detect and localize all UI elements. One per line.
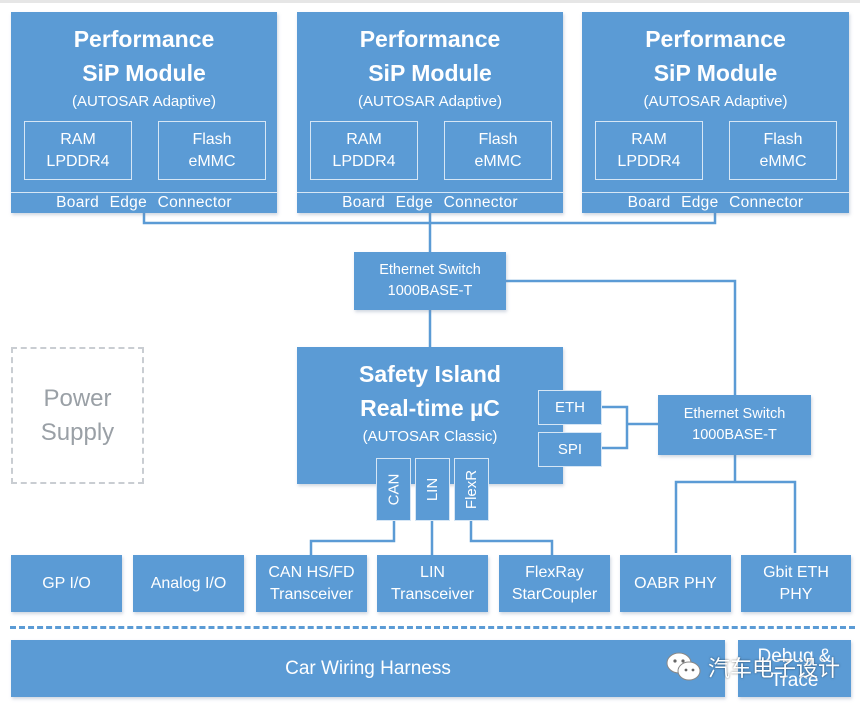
peripheral-label: GP I/O xyxy=(42,574,91,592)
ram-label: RAM xyxy=(60,130,96,148)
flash-type: eMMC xyxy=(474,152,522,170)
eth-port: ETH xyxy=(538,390,602,425)
sip-title-line2: SiP Module xyxy=(82,60,206,86)
board-edge-connector: Board Edge Connector xyxy=(11,192,277,213)
phy-fork-line xyxy=(674,480,797,553)
safety-island: Safety Island Real-time µC (AUTOSAR Clas… xyxy=(297,347,563,484)
flash-type: eMMC xyxy=(188,152,236,170)
peripheral-label: Analog I/O xyxy=(150,574,227,592)
debug-label-line1: Debug & xyxy=(757,645,832,667)
switch-speed: 1000BASE-T xyxy=(692,427,777,443)
debug-trace-block: Debug & Trace xyxy=(738,640,851,697)
flash-label: Flash xyxy=(763,130,803,148)
power-label-line2: Supply xyxy=(40,418,115,446)
analog-io-block: Analog I/O xyxy=(133,555,244,612)
ram-block: RAM LPDDR4 xyxy=(595,121,703,180)
board-edge-connector: Board Edge Connector xyxy=(297,192,563,213)
flash-type: eMMC xyxy=(759,152,807,170)
sip-title-line2: SiP Module xyxy=(653,60,778,86)
safety-title-line1: Safety Island xyxy=(359,361,501,387)
peripheral-sublabel: StarCoupler xyxy=(511,585,598,603)
sip-module-2: Performance SiP Module (AUTOSAR Adaptive… xyxy=(297,12,563,213)
sip-title-line2: SiP Module xyxy=(368,60,492,86)
sip-subtitle: (AUTOSAR Adaptive) xyxy=(358,93,502,110)
can-line xyxy=(309,521,396,555)
can-transceiver-block: CAN HS/FD Transceiver xyxy=(256,555,367,612)
sip-subtitle: (AUTOSAR Adaptive) xyxy=(72,93,216,110)
lin-port: LIN xyxy=(415,458,450,521)
can-port-label: CAN xyxy=(384,473,402,506)
spi-port-label: SPI xyxy=(557,441,583,458)
flash-block: Flash eMMC xyxy=(729,121,837,180)
eth-spi-bracket-line xyxy=(602,405,629,450)
flexr-port: FlexR xyxy=(454,458,489,521)
switch-label: Ethernet Switch xyxy=(683,406,786,422)
sip-module-3: Performance SiP Module (AUTOSAR Adaptive… xyxy=(582,12,849,213)
can-port: CAN xyxy=(376,458,411,521)
lin-transceiver-block: LIN Transceiver xyxy=(377,555,488,612)
flash-label: Flash xyxy=(478,130,518,148)
flash-label: Flash xyxy=(192,130,232,148)
top-rule xyxy=(0,0,860,3)
safety-subtitle: (AUTOSAR Classic) xyxy=(362,428,498,445)
flexray-starcoupler-block: FlexRay StarCoupler xyxy=(499,555,610,612)
spi-port: SPI xyxy=(538,432,602,467)
board-boundary-divider xyxy=(10,626,855,629)
lin-port-label: LIN xyxy=(424,477,441,502)
peripheral-label: CAN HS/FD xyxy=(268,563,355,581)
watermark-text: 汽车电子设计 xyxy=(708,656,841,681)
oabr-phy-block: OABR PHY xyxy=(620,555,731,612)
flash-block: Flash eMMC xyxy=(158,121,266,180)
ram-label: RAM xyxy=(346,130,382,148)
power-supply: Power Supply xyxy=(11,347,144,484)
peripheral-sublabel: Transceiver xyxy=(270,585,353,603)
harness-label: Car Wiring Harness xyxy=(285,657,451,679)
gp-io-block: GP I/O xyxy=(11,555,122,612)
switch-speed: 1000BASE-T xyxy=(387,283,473,299)
ram-block: RAM LPDDR4 xyxy=(310,121,418,180)
flash-block: Flash eMMC xyxy=(444,121,552,180)
wechat-icon xyxy=(666,652,701,681)
switch-label: Ethernet Switch xyxy=(379,262,481,278)
board-edge-connector: Board Edge Connector xyxy=(582,192,849,213)
safety-title-line2: Real-time µC xyxy=(360,395,500,421)
eth-port-label: ETH xyxy=(555,399,585,416)
sip-title-line1: Performance xyxy=(73,26,215,52)
ram-block: RAM LPDDR4 xyxy=(24,121,132,180)
sip-subtitle: (AUTOSAR Adaptive) xyxy=(643,93,788,110)
flexr-line xyxy=(469,521,554,555)
peripheral-label: LIN xyxy=(420,563,445,581)
power-label-line1: Power xyxy=(43,384,112,412)
flexr-port-label: FlexR xyxy=(463,469,481,510)
gbit-eth-phy-block: Gbit ETH PHY xyxy=(741,555,851,612)
sip-title-line1: Performance xyxy=(359,26,501,52)
ram-type: LPDDR4 xyxy=(332,152,396,170)
debug-label-line2: Trace xyxy=(770,669,819,691)
peripheral-label: Gbit ETH xyxy=(763,563,829,581)
ethernet-switch-secondary: Ethernet Switch 1000BASE-T xyxy=(658,395,811,455)
car-wiring-harness: Car Wiring Harness xyxy=(11,640,725,697)
ram-type: LPDDR4 xyxy=(46,152,110,170)
peripheral-label: OABR PHY xyxy=(634,574,717,592)
sip-module-1: Performance SiP Module (AUTOSAR Adaptive… xyxy=(11,12,277,213)
sip-title-line1: Performance xyxy=(645,26,786,52)
watermark: 汽车电子设计 xyxy=(664,650,840,684)
switch-to-switch2-line xyxy=(506,279,737,395)
ram-label: RAM xyxy=(631,130,667,148)
peripheral-sublabel: PHY xyxy=(779,585,813,603)
ethernet-switch-main: Ethernet Switch 1000BASE-T xyxy=(354,252,506,310)
peripheral-sublabel: Transceiver xyxy=(391,585,474,603)
ram-type: LPDDR4 xyxy=(617,152,681,170)
peripheral-label: FlexRay xyxy=(525,563,584,581)
